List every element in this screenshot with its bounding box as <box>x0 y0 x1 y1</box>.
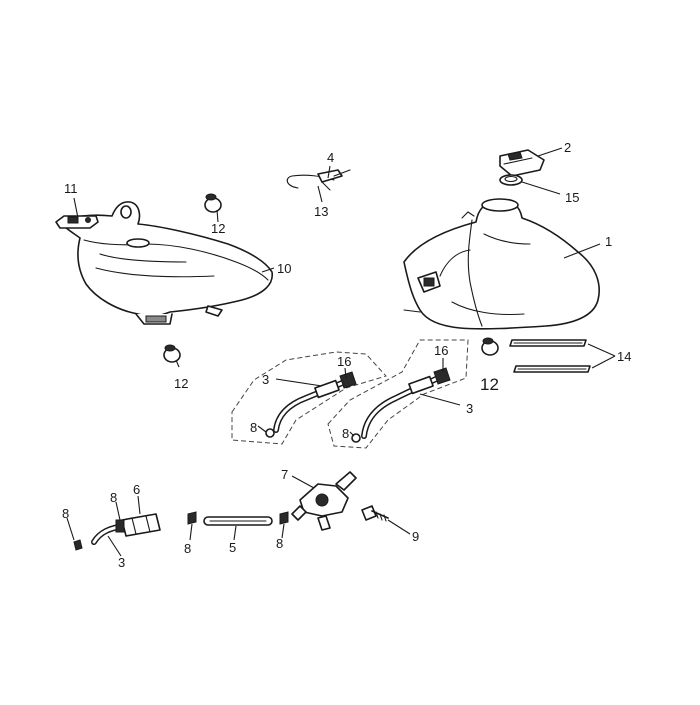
hose-part-5 <box>203 516 273 526</box>
callout-3-left-kit: 3 <box>262 372 269 387</box>
callout-10: 10 <box>277 261 291 276</box>
callout-8-bottom-a: 8 <box>62 506 69 521</box>
callout-11: 11 <box>64 181 78 196</box>
fuel-valve-part-7 <box>291 471 357 531</box>
screw-part-9 <box>361 505 389 522</box>
hose-kit-left <box>231 351 387 445</box>
clamp-part-8-c <box>279 511 289 525</box>
callout-7: 7 <box>281 467 288 482</box>
callout-14: 14 <box>617 349 631 364</box>
callout-8-bottom-c: 8 <box>184 541 191 556</box>
tank-shroud-part-10 <box>61 201 273 325</box>
callout-3-right-kit: 3 <box>466 401 473 416</box>
callout-8-bottom-b: 8 <box>110 490 117 505</box>
callout-15: 15 <box>565 190 579 205</box>
callout-16-right: 16 <box>434 343 448 358</box>
callout-12-top: 12 <box>211 221 225 236</box>
callout-16-left: 16 <box>337 354 351 369</box>
clamp-part-8-a <box>73 539 83 551</box>
hose-kit-right <box>327 339 469 449</box>
cap-gasket-part-15 <box>499 174 523 186</box>
callout-1: 1 <box>605 234 612 249</box>
callout-8-right-kit: 8 <box>342 426 349 441</box>
callout-2: 2 <box>564 140 571 155</box>
fuel-filter-part-6 <box>91 513 161 545</box>
grommet-part-12-top <box>204 193 222 213</box>
callout-8-bottom-d: 8 <box>276 536 283 551</box>
bracket-part-11 <box>55 215 99 229</box>
callout-3-bottom: 3 <box>118 555 125 570</box>
grommet-part-12-right <box>481 337 499 356</box>
foam-pads-part-14 <box>509 339 591 373</box>
callout-4: 4 <box>327 150 334 165</box>
grommet-part-12-mid <box>163 344 181 363</box>
leader-lines <box>66 147 616 557</box>
fuel-tank-part-1 <box>403 198 600 330</box>
callout-13: 13 <box>314 204 328 219</box>
callout-12-right: 12 <box>480 375 499 394</box>
callout-6: 6 <box>133 482 140 497</box>
strap-part-4-13 <box>286 169 351 191</box>
callout-labels: 1 2 3 3 3 4 5 6 7 8 8 8 8 8 8 9 10 11 12… <box>62 140 631 570</box>
clamp-part-8-b <box>187 511 197 525</box>
callout-5: 5 <box>229 540 236 555</box>
fuel-cap-part-2 <box>499 149 545 177</box>
callout-12-mid: 12 <box>174 376 188 391</box>
callout-8-left-kit: 8 <box>250 420 257 435</box>
callout-9: 9 <box>412 529 419 544</box>
